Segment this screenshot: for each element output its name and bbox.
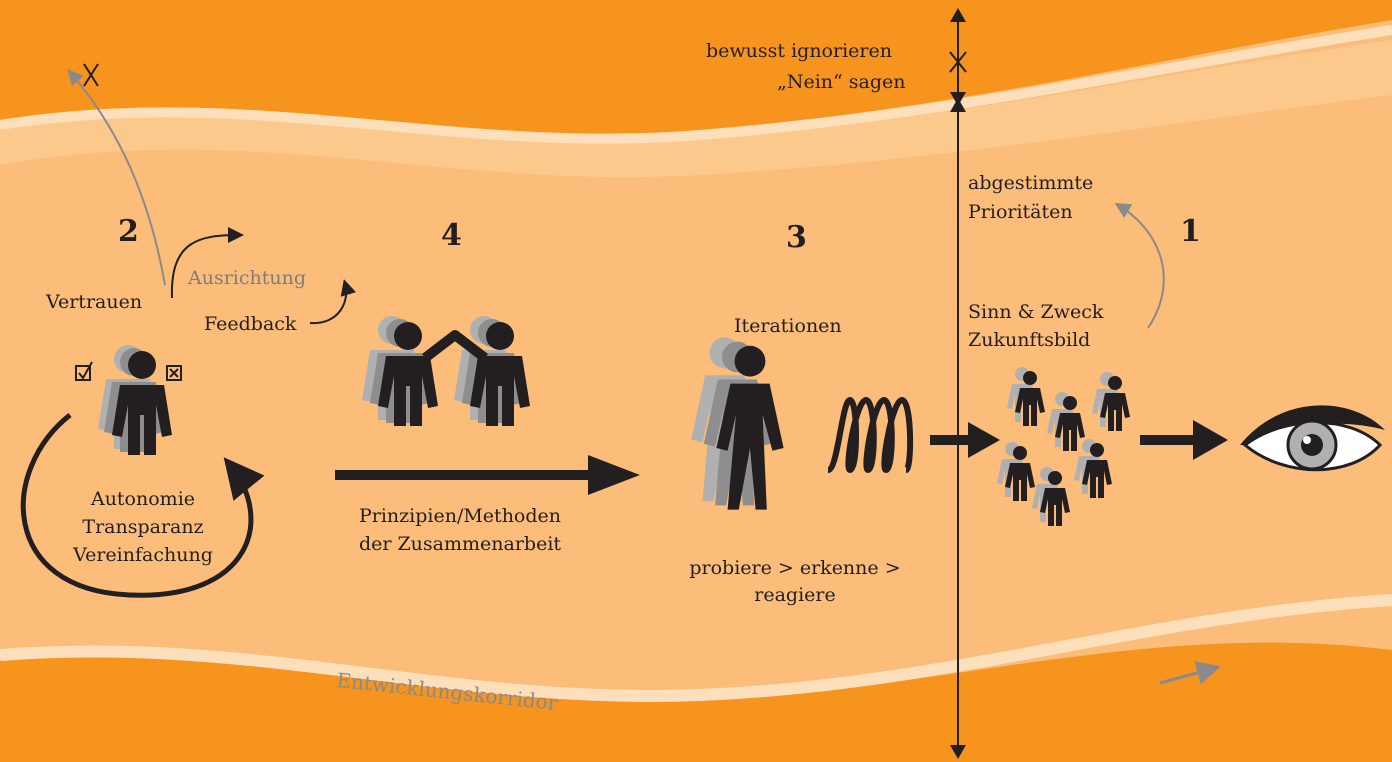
walking-person-icon [691, 337, 784, 510]
corridor-band [0, 20, 1392, 701]
autonomy-loop-arrow [20, 413, 265, 598]
alignment-arrow [170, 227, 244, 299]
step-number-4: 4 [441, 218, 462, 253]
priorities-label-line2: Prioritäten [968, 201, 1073, 223]
simplification-label: Vereinfachung [73, 544, 213, 566]
priorities-arrow [1114, 202, 1165, 329]
cycle-label-line1: probiere > erkenne > [689, 557, 901, 579]
say-no-label: „Nein“ sagen [777, 71, 906, 93]
purpose-label: Sinn & Zweck [968, 301, 1104, 323]
principles-label-line2: der Zusammenarbeit [358, 533, 562, 555]
trust-label: Vertrauen [46, 291, 143, 313]
corridor-direction-arrow [1159, 661, 1221, 685]
step-number-1: 1 [1180, 214, 1201, 249]
principles-label-line1: Prinzipien/Methoden [358, 505, 562, 527]
cycle-label-line2: reagiere [754, 584, 836, 606]
arrow-to-vision [1140, 420, 1228, 460]
arrow-to-group [930, 422, 1000, 458]
corridor-stripe-top [0, 40, 1392, 178]
feedback-arrow [309, 279, 357, 325]
x-mark-small-icon [83, 63, 99, 87]
arrowhead-up-icon [950, 8, 966, 22]
step-number-3: 3 [786, 220, 807, 255]
autonomy-label: Autonomie [90, 488, 196, 510]
principles-arrow [335, 455, 640, 495]
iterations-label: Iterationen [734, 315, 842, 337]
priorities-label-line1: abgestimmte [968, 172, 1094, 194]
arrowhead-mid2-icon [950, 98, 966, 112]
corridor-edge-top [0, 25, 1392, 144]
arrowhead-down-icon [950, 745, 966, 759]
alignment-label: Ausrichtung [188, 267, 307, 289]
checkbox-checked-icon [75, 361, 93, 381]
rejected-arrow [67, 68, 166, 286]
ignore-label: bewusst ignorieren [706, 40, 892, 62]
eye-icon [1240, 405, 1385, 472]
transparency-label: Transparanz [82, 516, 204, 538]
corridor-edge-bottom [0, 594, 1392, 702]
vision-label: Zukunftsbild [968, 329, 1091, 351]
iteration-spiral-icon [826, 396, 914, 474]
feedback-label: Feedback [204, 313, 297, 335]
x-mark-icon [949, 51, 967, 73]
collaboration-icon [362, 316, 530, 426]
step-number-2: 2 [118, 214, 139, 249]
checkbox-crossed-icon [166, 365, 182, 381]
